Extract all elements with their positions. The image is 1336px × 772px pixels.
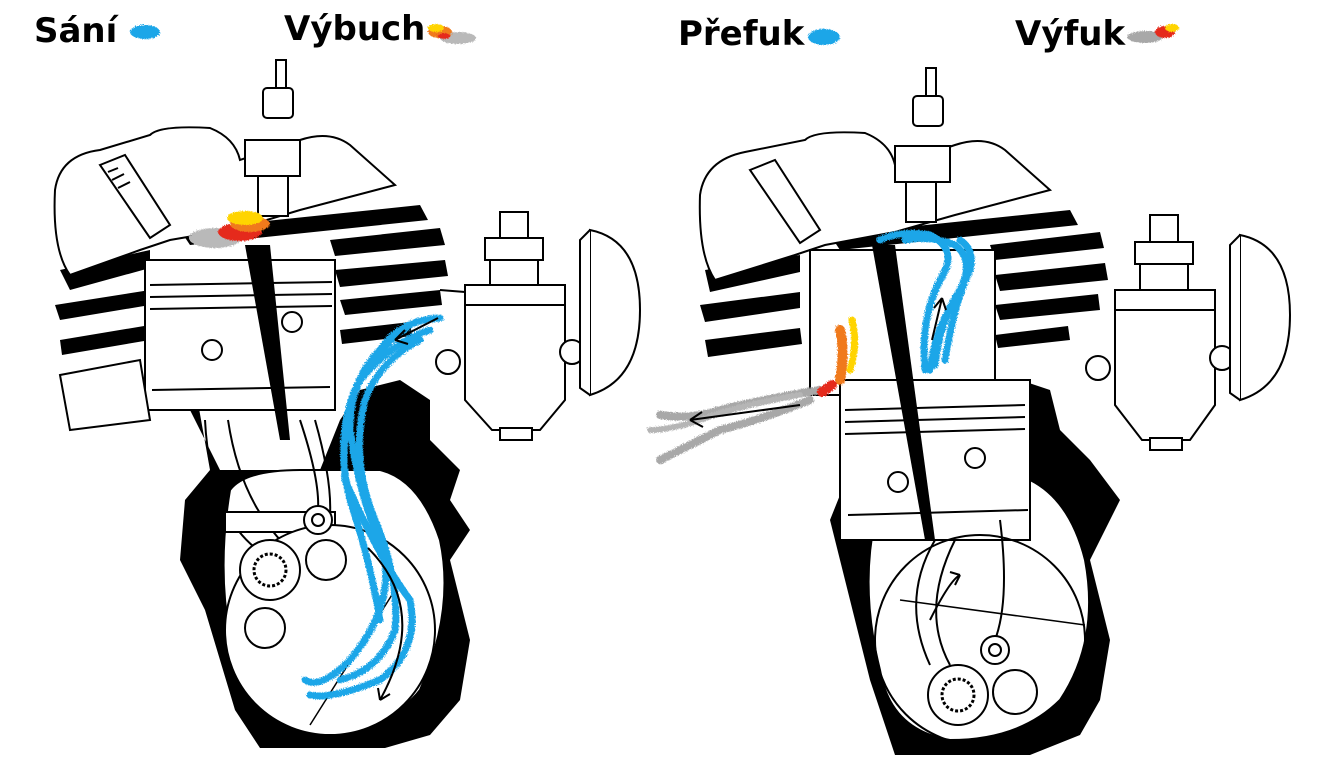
spark-plug-icon	[244, 59, 301, 217]
legend-transfer: Přefuk	[678, 14, 840, 54]
spark-plug-icon	[894, 67, 951, 223]
legend-exhaust: Výfuk	[1015, 14, 1179, 54]
engine-intake-combustion	[53, 59, 642, 748]
exhaust-swatch-icon	[1127, 24, 1179, 43]
decompression-valve-icon	[98, 153, 172, 240]
transfer-swatch-icon	[808, 29, 840, 45]
transfer-flow	[876, 229, 975, 374]
combustion-swatch-icon	[428, 24, 476, 44]
legend-exhaust-label: Výfuk	[1015, 14, 1126, 54]
crankshaft-icon	[874, 534, 1086, 746]
intake-swatch-icon	[130, 25, 160, 39]
flywheel-icon	[579, 228, 642, 397]
exhaust-port	[58, 358, 152, 432]
transfer-arrow	[931, 297, 947, 341]
piston-icon	[144, 245, 336, 440]
intake-flow	[301, 314, 444, 700]
piston-icon	[809, 245, 1031, 541]
legend-intake-label: Sání	[34, 11, 120, 51]
legend-combustion-label: Výbuch	[284, 9, 425, 49]
combustion-flame	[189, 211, 270, 248]
carburetor-icon	[1085, 214, 1235, 451]
decompression-valve-icon	[748, 158, 822, 245]
flow-arrows	[367, 317, 439, 701]
exhaust-arrow	[689, 404, 801, 428]
cylinder-head	[53, 126, 398, 277]
legend-combustion: Výbuch	[284, 9, 476, 49]
flywheel-icon	[1229, 233, 1292, 402]
engine-transfer-exhaust	[647, 67, 1292, 755]
legend-intake: Sání	[34, 11, 160, 51]
legend-transfer-label: Přefuk	[678, 14, 806, 54]
rotation-arrow	[929, 574, 961, 621]
carburetor-icon	[435, 211, 585, 441]
legend: Sání Výbuch Přefuk Výfuk	[34, 9, 1179, 54]
